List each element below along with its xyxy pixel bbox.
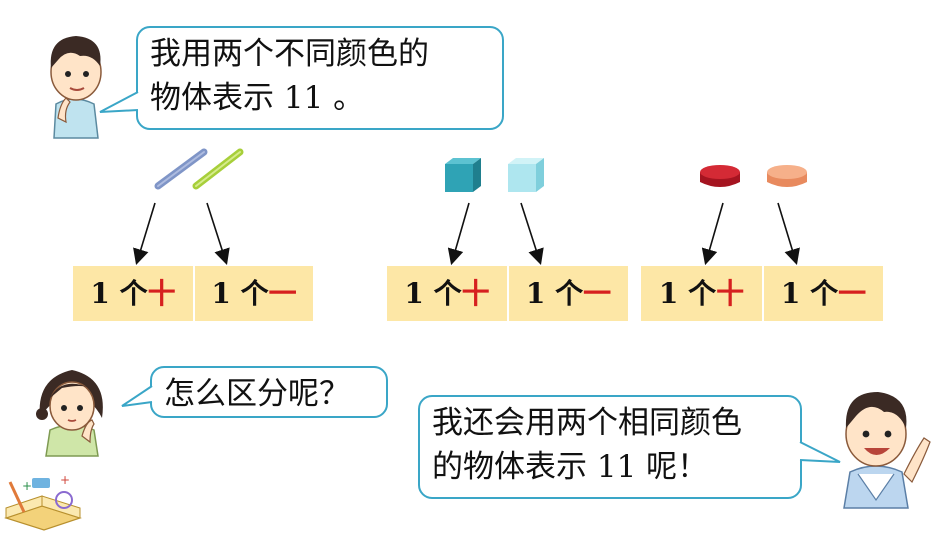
math-tools-icon: + + — [2, 468, 84, 532]
group3-tens-unit: 十 — [716, 277, 745, 310]
group3-tens-cell: 1 个十 — [641, 266, 762, 321]
arrow — [206, 202, 230, 266]
group1-ones-unit: 一 — [268, 277, 297, 310]
group3-ones-num: 1 个 — [780, 277, 839, 310]
bubble-girl-tail — [121, 385, 153, 407]
bubble-bottom-line-1: 我还会用两个相同颜色 — [432, 405, 742, 441]
red-disc-icon — [700, 165, 740, 187]
arrow — [520, 202, 544, 266]
bubble-bottom-line-2: 的物体表示 11 呢！ — [432, 449, 709, 485]
green-stick-icon — [192, 148, 244, 190]
group2-ones-num: 1 个 — [525, 277, 584, 310]
group1-ones-cell: 1 个一 — [193, 266, 313, 321]
orange-disc-icon — [767, 165, 807, 187]
bubble-top-line-2: 物体表示 11 。 — [150, 80, 365, 116]
blue-stick-icon — [154, 148, 208, 190]
group3-ones-cell: 1 个一 — [762, 266, 883, 321]
group2-tens-unit: 十 — [461, 277, 490, 310]
speech-bubble-bottom: 我还会用两个相同颜色 的物体表示 11 呢！ — [418, 395, 802, 499]
group1-ones-num: 1 个 — [211, 277, 269, 310]
bubble-top-tail — [99, 91, 139, 113]
bubble-girl-text: 怎么区分呢？ — [164, 376, 350, 412]
group1-tens-num: 1 个 — [90, 277, 148, 310]
boy-avatar-icon — [36, 26, 112, 142]
group2-ones-unit: 一 — [583, 277, 612, 310]
group1-tens-unit: 十 — [147, 277, 176, 310]
group1-tens-cell: 1 个十 — [73, 266, 193, 321]
svg-text:+: + — [60, 473, 70, 487]
group3-ones-unit: 一 — [838, 277, 867, 310]
arrow — [133, 202, 156, 266]
svg-text:+: + — [22, 479, 32, 493]
speech-bubble-top: 我用两个不同颜色的 物体表示 11 。 — [136, 26, 504, 130]
bubble-bottom-tail — [799, 441, 841, 463]
group2-tens-num: 1 个 — [404, 277, 462, 310]
arrow — [777, 202, 800, 266]
arrow — [701, 202, 724, 266]
bubble-top-line-1: 我用两个不同颜色的 — [150, 36, 429, 72]
group2-ones-cell: 1 个一 — [507, 266, 628, 321]
group2-tens-cell: 1 个十 — [387, 266, 507, 321]
boy-waving-icon — [828, 380, 938, 510]
girl-avatar-icon — [32, 358, 112, 458]
speech-bubble-girl: 怎么区分呢？ — [150, 366, 388, 418]
arrow — [447, 202, 470, 266]
light-cube-icon — [508, 158, 544, 192]
group3-tens-num: 1 个 — [658, 277, 717, 310]
teal-cube-icon — [445, 158, 481, 192]
